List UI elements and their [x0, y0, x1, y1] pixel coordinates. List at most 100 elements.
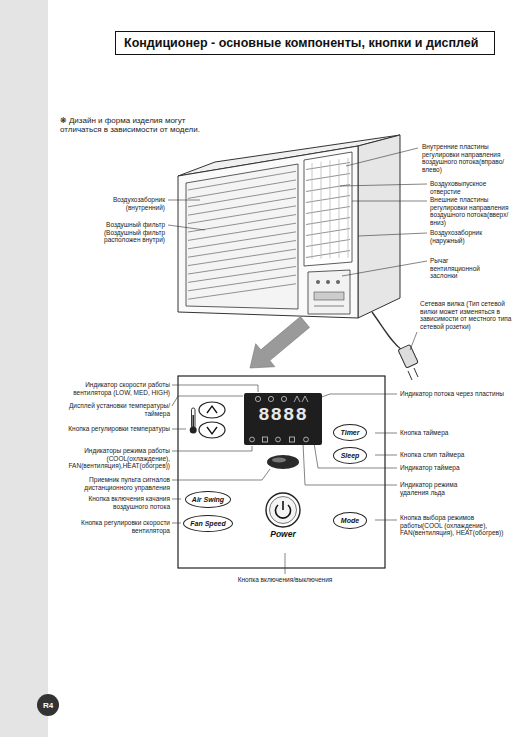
louver-vanes [306, 240, 350, 247]
louver-vanes [339, 159, 340, 258]
fan-speed-icon [255, 396, 260, 401]
plug-symbol [408, 371, 412, 380]
button-text: R4 [43, 701, 53, 710]
louver-vanes [330, 160, 331, 258]
callout-label: Кнопка слип таймера [400, 451, 518, 459]
callout-label: Индикаторы режима работы (COOL(охлаждени… [45, 447, 170, 470]
mode-indicator-icon [263, 437, 268, 442]
callout-label: Индикатор скорости работы вентилятора (L… [55, 381, 170, 396]
callout-label: Воздухозаборник (внутренний) [85, 196, 165, 211]
button-text: Timer [341, 429, 360, 436]
plug-symbol [398, 345, 418, 380]
leader-lines [340, 184, 427, 186]
button-ring [270, 497, 297, 524]
callout-label: Воздухозаборник (наружный) [430, 229, 510, 244]
button-text: Sleep [341, 452, 360, 459]
button-text: Power [258, 529, 308, 539]
leader-lines [316, 394, 397, 399]
temperature-display: 8888 [244, 393, 322, 445]
leader-lines [410, 332, 417, 350]
air-conditioner-unit [316, 280, 320, 284]
leader-lines [375, 520, 397, 521]
mode-indicator-icon [304, 437, 309, 442]
sleep-button: Sleep [333, 447, 367, 464]
control-panel [207, 406, 217, 413]
grill-slats [188, 180, 296, 198]
power-button-symbol [261, 491, 305, 529]
control-panel [207, 427, 217, 434]
fan-speed-icon [281, 396, 286, 401]
louver-vanes [348, 158, 349, 258]
leader-lines [375, 433, 397, 434]
air-conditioner-unit [358, 135, 400, 318]
callout-label: Внутренние пластины регулировки направле… [422, 143, 522, 174]
power-cord [372, 312, 402, 350]
button-ring [266, 493, 300, 527]
louver-vanes [306, 207, 350, 214]
leader-lines [172, 385, 258, 392]
leader-lines [358, 233, 427, 236]
air-conditioner-unit [178, 135, 400, 318]
leader-lines [172, 469, 270, 480]
air-conditioner-unit [304, 152, 352, 266]
louver-vanes [321, 162, 322, 259]
grill-slats [188, 275, 296, 291]
leader-lines [168, 200, 200, 201]
grill-slats [188, 171, 296, 190]
callout-label: Кнопка включения/выключения [210, 576, 360, 584]
louver-vanes [306, 174, 350, 181]
leader-lines [314, 443, 397, 468]
pointer-arrow [250, 317, 310, 368]
callout-label: Рычаг вентиляционной заслонки [430, 257, 500, 280]
leader-lines [172, 523, 181, 524]
leader-lines [285, 553, 286, 574]
callout-label: Индикатор таймера [400, 464, 518, 472]
callout-label: Кнопка таймера [400, 429, 518, 437]
grill-slats [188, 206, 296, 224]
callout-label: Индикатор режима удаления льда [400, 481, 480, 496]
leader-lines [303, 443, 397, 485]
page-number-badge: R4 [37, 694, 59, 716]
air-conditioner-unit [326, 280, 330, 284]
button-text: Fan Speed [190, 520, 225, 527]
air-conditioner-unit [336, 280, 340, 284]
grill-slats [188, 266, 296, 282]
air-swing-button: Air Swing [185, 491, 231, 508]
louver-vanes [306, 185, 350, 192]
note-text: ❋ Дизайн и форма изделия могут отличатьс… [60, 116, 220, 135]
air-conditioner-unit [178, 146, 358, 318]
button-text: Mode [341, 517, 359, 524]
grill-slats [188, 232, 296, 249]
mode-indicator-icon [276, 437, 281, 442]
fan-speed-button: Fan Speed [183, 515, 232, 532]
grill-slats [188, 223, 296, 240]
callout-label: Внешние пластины регулировки направления… [430, 196, 522, 227]
louver-vanes [306, 218, 350, 225]
control-panel [272, 458, 286, 463]
air-conditioner-unit [186, 164, 298, 309]
leader-lines [172, 396, 243, 406]
power-icon [276, 501, 291, 518]
button-text: 8888 [244, 393, 322, 425]
mode-indicator-icon [290, 437, 295, 442]
page-title: Кондиционер - основные компоненты, кнопк… [115, 31, 495, 55]
leader-lines [172, 446, 252, 451]
callout-label: Сетевая вилка (Тип сетевой вилки может и… [420, 300, 520, 331]
flow-icon [294, 396, 308, 402]
callout-label: Кнопка выбора режимов работы(COOL (охлаж… [400, 514, 518, 537]
grill-slats [188, 249, 296, 265]
leader-lines [168, 225, 205, 230]
leader-lines [172, 499, 181, 500]
callout-label: Приемник пульта сигналов дистанционного … [55, 476, 170, 491]
grill-slats [188, 189, 296, 207]
control-panel [199, 422, 225, 438]
grill-slats [188, 258, 296, 274]
control-panel [192, 408, 196, 428]
leader-lines [342, 261, 427, 276]
grill-slats [188, 284, 296, 299]
callout-label: Кнопка регулировки скорости вентилятора [55, 519, 170, 534]
mode-indicator-icon [250, 437, 255, 442]
grill-slats [188, 197, 296, 215]
grill-slats [188, 215, 296, 232]
